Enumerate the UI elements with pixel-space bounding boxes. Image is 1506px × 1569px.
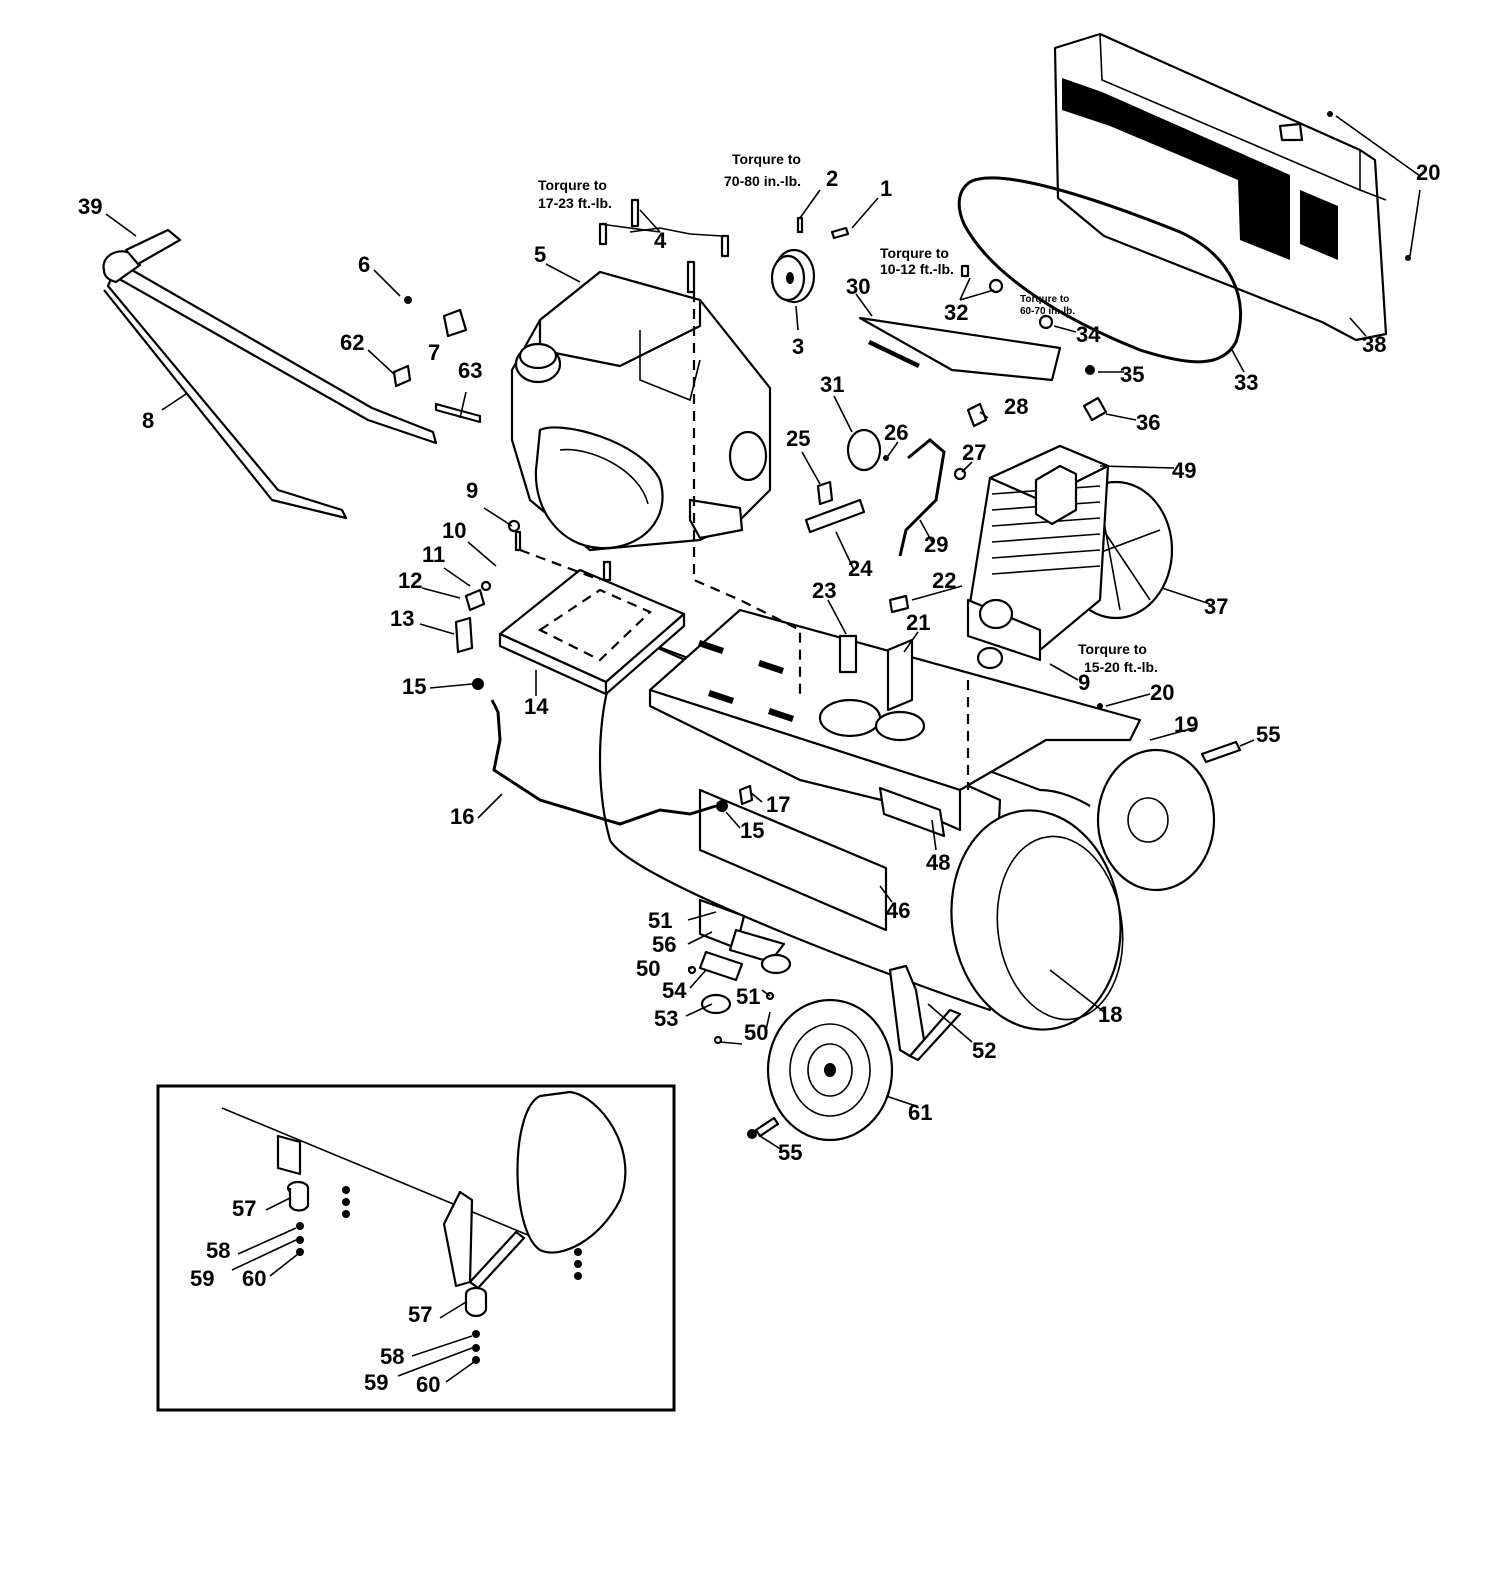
label-38: 38: [1362, 332, 1386, 357]
label-23: 23: [812, 578, 836, 603]
label-55-lower: 55: [778, 1140, 802, 1165]
handle-part-8: [102, 228, 438, 520]
label-34: 34: [1076, 322, 1101, 347]
label-50: 50: [636, 956, 660, 981]
label-27: 27: [962, 440, 986, 465]
torque-notes: Torqure to 17-23 ft.-lb. Torqure to 70-8…: [538, 151, 1158, 675]
label-18: 18: [1098, 1002, 1122, 1027]
label-16: 16: [450, 804, 474, 829]
label-22: 22: [932, 568, 956, 593]
label-61: 61: [908, 1100, 932, 1125]
tube-part-16: [490, 699, 717, 826]
torque-note-32-line2: 10-12 ft.-lb.: [880, 261, 954, 277]
mount-plate-part-14: [498, 568, 686, 696]
label-56: 56: [652, 932, 676, 957]
label-46: 46: [886, 898, 910, 923]
label-20-top: 20: [1416, 160, 1440, 185]
torque-note-2-line1: Torqure to: [732, 151, 801, 167]
label-36: 36: [1136, 410, 1160, 435]
label-35: 35: [1120, 362, 1144, 387]
label-6: 6: [358, 252, 370, 277]
label-59-lower: 59: [364, 1370, 388, 1395]
label-15: 15: [402, 674, 426, 699]
belt-part-33: [957, 176, 1243, 364]
label-37: 37: [1204, 594, 1228, 619]
label-54: 54: [662, 978, 687, 1003]
torque-note-9-line1: Torqure to: [1078, 641, 1147, 657]
label-57: 57: [232, 1196, 256, 1221]
label-28: 28: [1004, 394, 1028, 419]
torque-note-2-line2: 70-80 in.-lb.: [724, 173, 801, 189]
torque-note-4-line1: Torqure to: [538, 177, 607, 193]
label-15-lower: 15: [740, 818, 764, 843]
belt-guard-part-38: [1053, 32, 1388, 342]
foot-bracket-part-56: [698, 898, 786, 982]
label-58-lower: 58: [380, 1344, 404, 1369]
pulley-part-3: [770, 248, 816, 304]
label-4: 4: [654, 228, 667, 253]
leader-lines: [105, 115, 1421, 1383]
label-57-lower: 57: [408, 1302, 432, 1327]
label-50-lower: 50: [744, 1020, 768, 1045]
torque-note-34-line2: 60-70 in.-lb.: [1020, 306, 1075, 317]
inset-detail: [156, 1084, 676, 1412]
torque-note-34-line1: Torqure to: [1020, 294, 1069, 305]
label-52: 52: [972, 1038, 996, 1063]
label-51-lower: 51: [736, 984, 760, 1009]
label-13: 13: [390, 606, 414, 631]
torque-note-32-line1: Torqure to: [880, 245, 949, 261]
label-58: 58: [206, 1238, 230, 1263]
label-9: 9: [466, 478, 478, 503]
label-12: 12: [398, 568, 422, 593]
label-10: 10: [442, 518, 466, 543]
part-number-labels: 1 2 3 4 5 6 7 8 9 9 10 11 12 13 14 15 15…: [78, 160, 1440, 1397]
label-14: 14: [524, 694, 549, 719]
label-59: 59: [190, 1266, 214, 1291]
assembly-lines: [519, 292, 970, 790]
label-1: 1: [880, 176, 892, 201]
compressor-pump-part-49: [966, 444, 1174, 670]
label-55: 55: [1256, 722, 1280, 747]
label-60: 60: [242, 1266, 266, 1291]
label-8: 8: [142, 408, 154, 433]
label-30: 30: [846, 274, 870, 299]
label-24: 24: [848, 556, 873, 581]
label-49: 49: [1172, 458, 1196, 483]
label-51: 51: [648, 908, 672, 933]
label-5: 5: [534, 242, 546, 267]
label-19: 19: [1174, 712, 1198, 737]
label-62: 62: [340, 330, 364, 355]
label-21: 21: [906, 610, 930, 635]
wheel-part-61: [766, 998, 894, 1142]
label-53: 53: [654, 1006, 678, 1031]
label-60-lower: 60: [416, 1372, 440, 1397]
label-7: 7: [428, 340, 440, 365]
label-32: 32: [944, 300, 968, 325]
label-9-pump: 9: [1078, 670, 1090, 695]
label-63: 63: [458, 358, 482, 383]
label-2: 2: [826, 166, 838, 191]
wheel-rear: [1096, 748, 1216, 892]
label-31: 31: [820, 372, 844, 397]
torque-note-9-line2: 15-20 ft.-lb.: [1084, 659, 1158, 675]
wheel-bracket-part-52: [888, 964, 962, 1062]
torque-note-4-line2: 17-23 ft.-lb.: [538, 195, 612, 211]
label-48: 48: [926, 850, 950, 875]
label-20: 20: [1150, 680, 1174, 705]
rubber-foot-part-53: [700, 953, 792, 1015]
engine-part-5: [510, 270, 772, 552]
label-33: 33: [1234, 370, 1258, 395]
label-17: 17: [766, 792, 790, 817]
label-39: 39: [78, 194, 102, 219]
label-11: 11: [422, 542, 445, 567]
label-25: 25: [786, 426, 810, 451]
label-3: 3: [792, 334, 804, 359]
label-29: 29: [924, 532, 948, 557]
label-26: 26: [884, 420, 908, 445]
